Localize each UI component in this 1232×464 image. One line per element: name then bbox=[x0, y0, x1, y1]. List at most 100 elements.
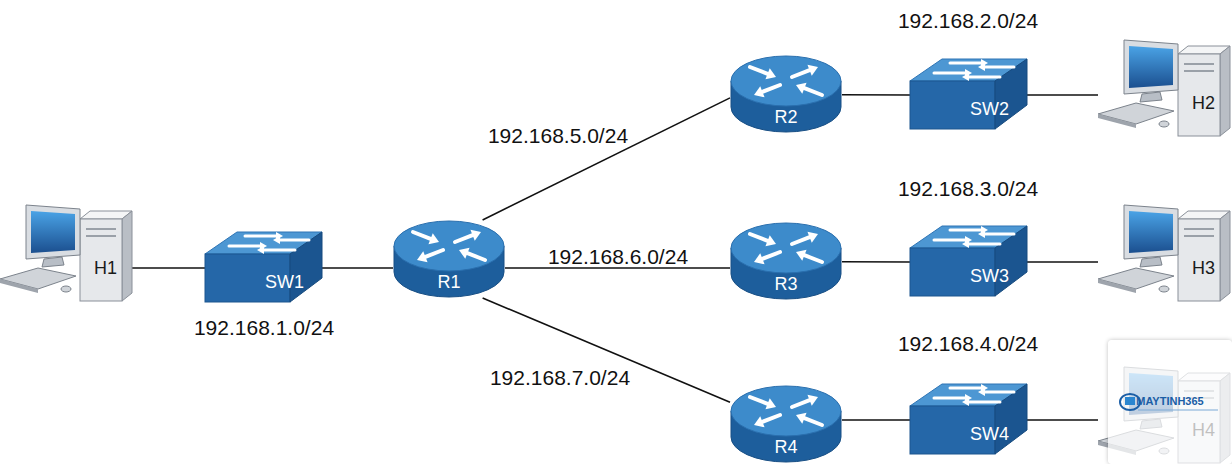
switch-side bbox=[290, 232, 322, 302]
host-node: H2 bbox=[1098, 40, 1230, 137]
computer-symbol bbox=[1098, 40, 1230, 137]
switch-symbol bbox=[910, 226, 1027, 296]
device-name: SW1 bbox=[265, 273, 304, 291]
network-link bbox=[842, 94, 910, 95]
switch-node: SW3 bbox=[910, 226, 1027, 296]
arrow-shaft bbox=[425, 250, 443, 257]
network-link bbox=[842, 261, 910, 262]
arrow-head bbox=[459, 248, 470, 259]
arrow-head bbox=[754, 416, 765, 427]
keyboard bbox=[1098, 430, 1174, 451]
switch-symbol bbox=[205, 232, 322, 302]
logo-screen bbox=[1125, 397, 1135, 405]
device-name: SW3 bbox=[970, 267, 1009, 285]
switch-arrows bbox=[229, 232, 309, 254]
arrow-head bbox=[807, 232, 818, 243]
keyboard-edge bbox=[1098, 114, 1136, 128]
network-link bbox=[483, 298, 730, 402]
link-line bbox=[842, 419, 910, 421]
arrow-shaft bbox=[750, 234, 768, 241]
link-line bbox=[322, 267, 393, 269]
arrow-shaft bbox=[950, 229, 981, 232]
switch-node: SW2 bbox=[910, 59, 1027, 129]
tower-front bbox=[1178, 54, 1220, 136]
router-arrows bbox=[750, 232, 822, 265]
monitor-stand bbox=[42, 257, 64, 267]
link-subnet-label: 192.168.7.0/24 bbox=[490, 367, 630, 388]
arrow-head bbox=[978, 63, 985, 71]
device-name: SW2 bbox=[970, 100, 1009, 118]
switch-side bbox=[995, 384, 1027, 454]
router-top bbox=[731, 223, 841, 273]
router-top bbox=[731, 386, 841, 436]
drive-slot bbox=[86, 235, 116, 237]
arrow-shaft bbox=[950, 387, 981, 390]
arrow-head bbox=[765, 398, 776, 409]
tower-side bbox=[1220, 46, 1230, 136]
arrow-shaft bbox=[804, 88, 822, 95]
arrow-head bbox=[765, 235, 776, 246]
logo-rule bbox=[1138, 410, 1218, 411]
device-name: H3 bbox=[1192, 259, 1215, 277]
arrow-shaft bbox=[762, 415, 780, 422]
arrow-shaft bbox=[934, 72, 965, 75]
arrow-shaft bbox=[762, 252, 780, 259]
mouse bbox=[1159, 286, 1169, 292]
computer-symbol bbox=[0, 205, 132, 302]
arrow-head bbox=[796, 83, 807, 94]
host-node: H1 bbox=[0, 205, 132, 302]
arrow-shaft bbox=[950, 62, 981, 65]
arrow-head bbox=[754, 86, 765, 97]
arrow-head bbox=[978, 230, 985, 238]
monitor-stand bbox=[1140, 92, 1162, 102]
link-line bbox=[483, 98, 730, 220]
host-node: H3 bbox=[1098, 205, 1230, 302]
arrow-shaft bbox=[969, 401, 1000, 404]
router-arrows bbox=[413, 230, 485, 263]
device-name: H2 bbox=[1192, 94, 1215, 112]
arrow-head bbox=[257, 246, 264, 254]
router-arrows bbox=[750, 65, 822, 98]
arrow-head bbox=[978, 388, 985, 396]
arrow-head bbox=[428, 233, 439, 244]
device-name: R4 bbox=[774, 438, 797, 456]
arrow-shaft bbox=[413, 232, 431, 239]
arrow-shaft bbox=[985, 66, 1014, 69]
drive-slot bbox=[1184, 70, 1214, 72]
arrow-shaft bbox=[455, 235, 473, 242]
subnet-label: 192.168.3.0/24 bbox=[898, 178, 1038, 199]
link-line bbox=[1027, 419, 1098, 421]
link-line bbox=[842, 94, 910, 96]
arrow-shaft bbox=[264, 249, 295, 252]
switch-node: SW4 bbox=[910, 384, 1027, 454]
arrow-shaft bbox=[792, 400, 810, 407]
arrow-head bbox=[470, 230, 481, 241]
network-link bbox=[1027, 94, 1098, 95]
monitor-frame bbox=[26, 205, 80, 259]
subnet-label: 192.168.4.0/24 bbox=[898, 333, 1038, 354]
arrow-shaft bbox=[804, 418, 822, 425]
tower-side bbox=[1220, 373, 1230, 463]
device-name: SW4 bbox=[970, 425, 1009, 443]
link-line bbox=[1027, 94, 1098, 96]
watermark-text: MAYTINH365 bbox=[1136, 396, 1203, 407]
arrow-shaft bbox=[792, 237, 810, 244]
keyboard-edge bbox=[1098, 279, 1136, 293]
monitor-screen bbox=[31, 211, 75, 253]
device-name: H1 bbox=[94, 259, 117, 277]
keyboard-edge bbox=[0, 279, 38, 293]
arrow-shaft bbox=[229, 245, 260, 248]
switch-side bbox=[995, 59, 1027, 129]
monitor-frame bbox=[1124, 205, 1178, 259]
arrow-shaft bbox=[804, 255, 822, 262]
mouse bbox=[1159, 448, 1169, 454]
link-line bbox=[1027, 261, 1098, 263]
monitor-frame bbox=[1124, 367, 1178, 421]
link-subnet-label: 192.168.6.0/24 bbox=[548, 246, 688, 267]
switch-arrows bbox=[934, 384, 1014, 406]
arrow-shaft bbox=[762, 85, 780, 92]
switch-node: SW1 bbox=[205, 232, 322, 302]
arrow-shaft bbox=[934, 397, 965, 400]
